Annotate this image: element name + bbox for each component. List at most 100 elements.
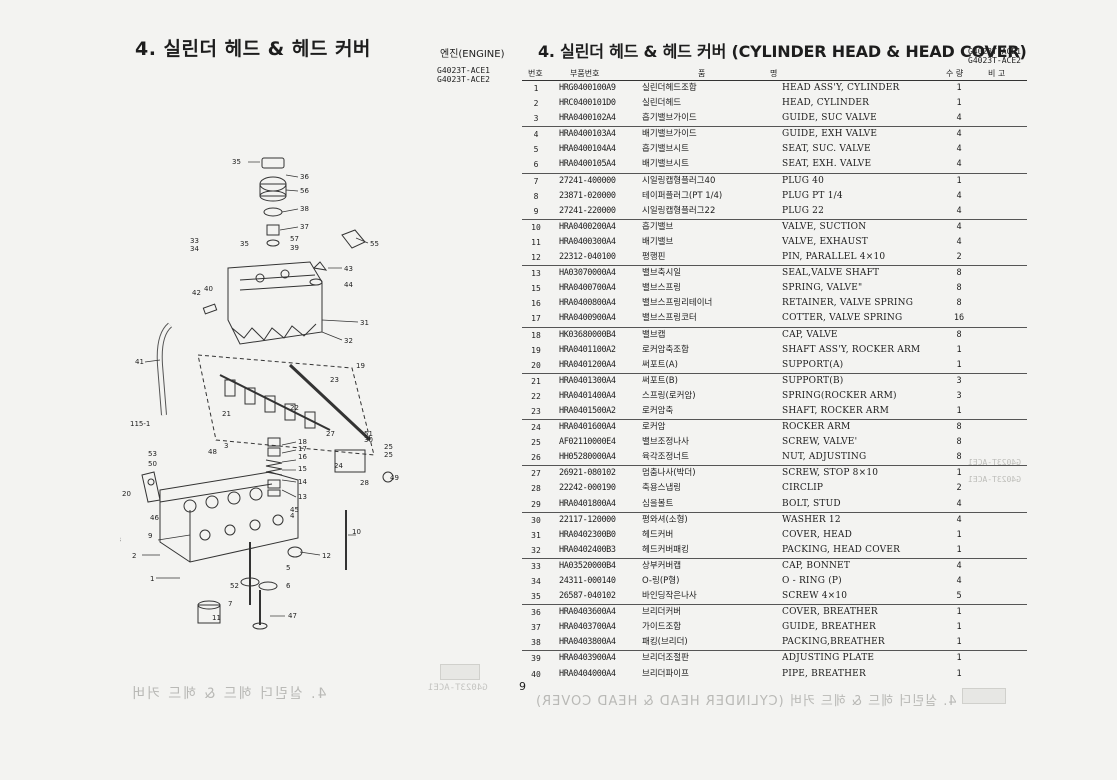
cell-name-korean: 로커암축조합 xyxy=(642,344,689,355)
cell-part-number-index: 13 xyxy=(531,269,541,279)
cell-name-english: SUPPORT(A) xyxy=(782,359,844,370)
callout-label: 43 xyxy=(344,265,353,273)
cell-name-korean: 흡기밸브시트 xyxy=(642,144,689,155)
cell-part-number-index: 24 xyxy=(531,423,541,433)
cell-part-number-index: 34 xyxy=(531,577,541,586)
cell-quantity: 4 xyxy=(956,236,962,247)
part-callouts: 35 36 56 38 37 57 39 55 33 34 35 43 44 4… xyxy=(120,158,399,622)
cell-part-number-index: 35 xyxy=(531,592,541,602)
callout-label: 15 xyxy=(298,465,307,473)
cell-part-code: 26921-080102 xyxy=(559,468,616,479)
cell-quantity: 1 xyxy=(956,83,962,93)
cell-part-number-index: 12 xyxy=(531,253,541,263)
cell-part-code: 24311-000140 xyxy=(559,576,616,586)
cell-part-code: HRG0400100A9 xyxy=(559,83,616,93)
cell-name-korean: 밸브스프링리테이너 xyxy=(642,298,713,309)
cell-name-korean: 실린더헤드 xyxy=(642,98,682,109)
cell-name-english: PACKING, HEAD COVER xyxy=(782,544,901,555)
bleed-through-text: 4. 실린더 헤드 & 헤드 커버 (CYLINDER HEAD & HEAD … xyxy=(535,694,957,709)
cell-name-korean: 밸브스프링코터 xyxy=(642,313,697,324)
callout-label: 22 xyxy=(290,404,299,412)
cell-name-english: COTTER, VALVE SPRING xyxy=(782,313,903,324)
cell-part-code: HRA0401500A2 xyxy=(559,405,616,416)
cell-name-korean: 브리더파이프 xyxy=(642,668,689,679)
cell-part-code: HRA0403700A4 xyxy=(559,622,616,633)
cell-part-number-index: 33 xyxy=(531,561,541,571)
cell-name-korean: 테이퍼플러그(PT 1/4) xyxy=(642,190,723,201)
cell-part-code: HRA0400105A4 xyxy=(559,159,616,170)
cell-name-english: SCREW, VALVE' xyxy=(782,437,858,448)
callout-label: 51 xyxy=(364,430,373,438)
cell-name-english: SPRING(ROCKER ARM) xyxy=(782,390,897,401)
callout-label: 44 xyxy=(344,281,353,289)
cap-plate-shape xyxy=(341,229,366,249)
cell-name-english: PLUG 22 xyxy=(782,205,825,216)
bleed-through-model: G4023T-ACE1 xyxy=(968,458,1021,467)
cell-part-code: 27241-220000 xyxy=(559,205,616,216)
callout-label: 35 xyxy=(240,240,249,248)
leader-lines xyxy=(142,161,369,617)
cell-name-korean: 흡기밸브가이드 xyxy=(642,113,697,124)
cell-name-english: SUPPORT(B) xyxy=(782,375,844,386)
cell-part-code: HK03680000B4 xyxy=(559,329,616,340)
callout-label: 39 xyxy=(290,244,299,252)
cell-name-korean: 축용스냅링 xyxy=(642,483,682,494)
cell-part-code: HRA0400900A4 xyxy=(559,313,616,324)
cell-part-code: HRA0400700A4 xyxy=(559,283,616,294)
cell-name-english: CAP, BONNET xyxy=(782,560,851,571)
callout-label: 17 xyxy=(298,445,307,453)
guide-shape xyxy=(266,224,280,236)
cell-part-code: HRA0403900A4 xyxy=(559,653,616,664)
cell-part-code: HRA0400300A4 xyxy=(559,236,616,247)
cell-name-korean: 멈춤나사(박더) xyxy=(642,468,696,479)
cell-part-number-index: 19 xyxy=(531,345,541,355)
callout-label: 47 xyxy=(288,612,297,620)
cell-quantity: 3 xyxy=(956,390,962,401)
cell-name-english: COVER, BREATHER xyxy=(782,607,878,618)
cell-part-code: HRA0403600A4 xyxy=(559,607,616,618)
cell-part-number-index: 39 xyxy=(531,654,541,664)
cell-name-korean: 밸브스프링 xyxy=(642,283,682,294)
cell-part-number-index: 36 xyxy=(531,608,541,618)
cell-quantity: 8 xyxy=(956,268,962,279)
cell-quantity: 4 xyxy=(956,144,962,155)
cell-name-english: WASHER 12 xyxy=(782,514,841,525)
callout-label: 53 xyxy=(120,536,121,544)
cell-quantity: 1 xyxy=(956,344,962,355)
header-qty: 수 량 xyxy=(946,69,964,78)
cell-quantity: 4 xyxy=(956,129,962,140)
callout-label: 28 xyxy=(360,479,369,487)
valve-seat-shape xyxy=(240,577,260,587)
callout-label: 30 xyxy=(364,436,373,444)
cell-name-korean: 배기밸브시트 xyxy=(642,159,689,170)
valve-springs-shape xyxy=(265,437,283,497)
cell-name-english: GUIDE, EXH VALVE xyxy=(782,129,878,140)
cell-quantity: 1 xyxy=(956,529,962,540)
header-name-2: 명 xyxy=(770,69,778,78)
cell-quantity: 8 xyxy=(956,422,962,433)
cell-quantity: 4 xyxy=(956,113,962,124)
cell-name-korean: 밸브축시일 xyxy=(642,268,682,279)
cell-name-english: CAP, VALVE xyxy=(782,329,838,340)
cell-part-code: 26587-040102 xyxy=(559,591,616,602)
callout-label: 42 xyxy=(192,289,201,297)
cell-name-english: CIRCLIP xyxy=(782,483,824,494)
callout-label: 57 xyxy=(290,235,299,243)
cell-part-number-index: 9 xyxy=(533,206,539,216)
callout-label: 14 xyxy=(298,478,307,486)
cell-part-number-index: 32 xyxy=(531,545,541,555)
cell-part-code: 27241-400000 xyxy=(559,175,616,186)
